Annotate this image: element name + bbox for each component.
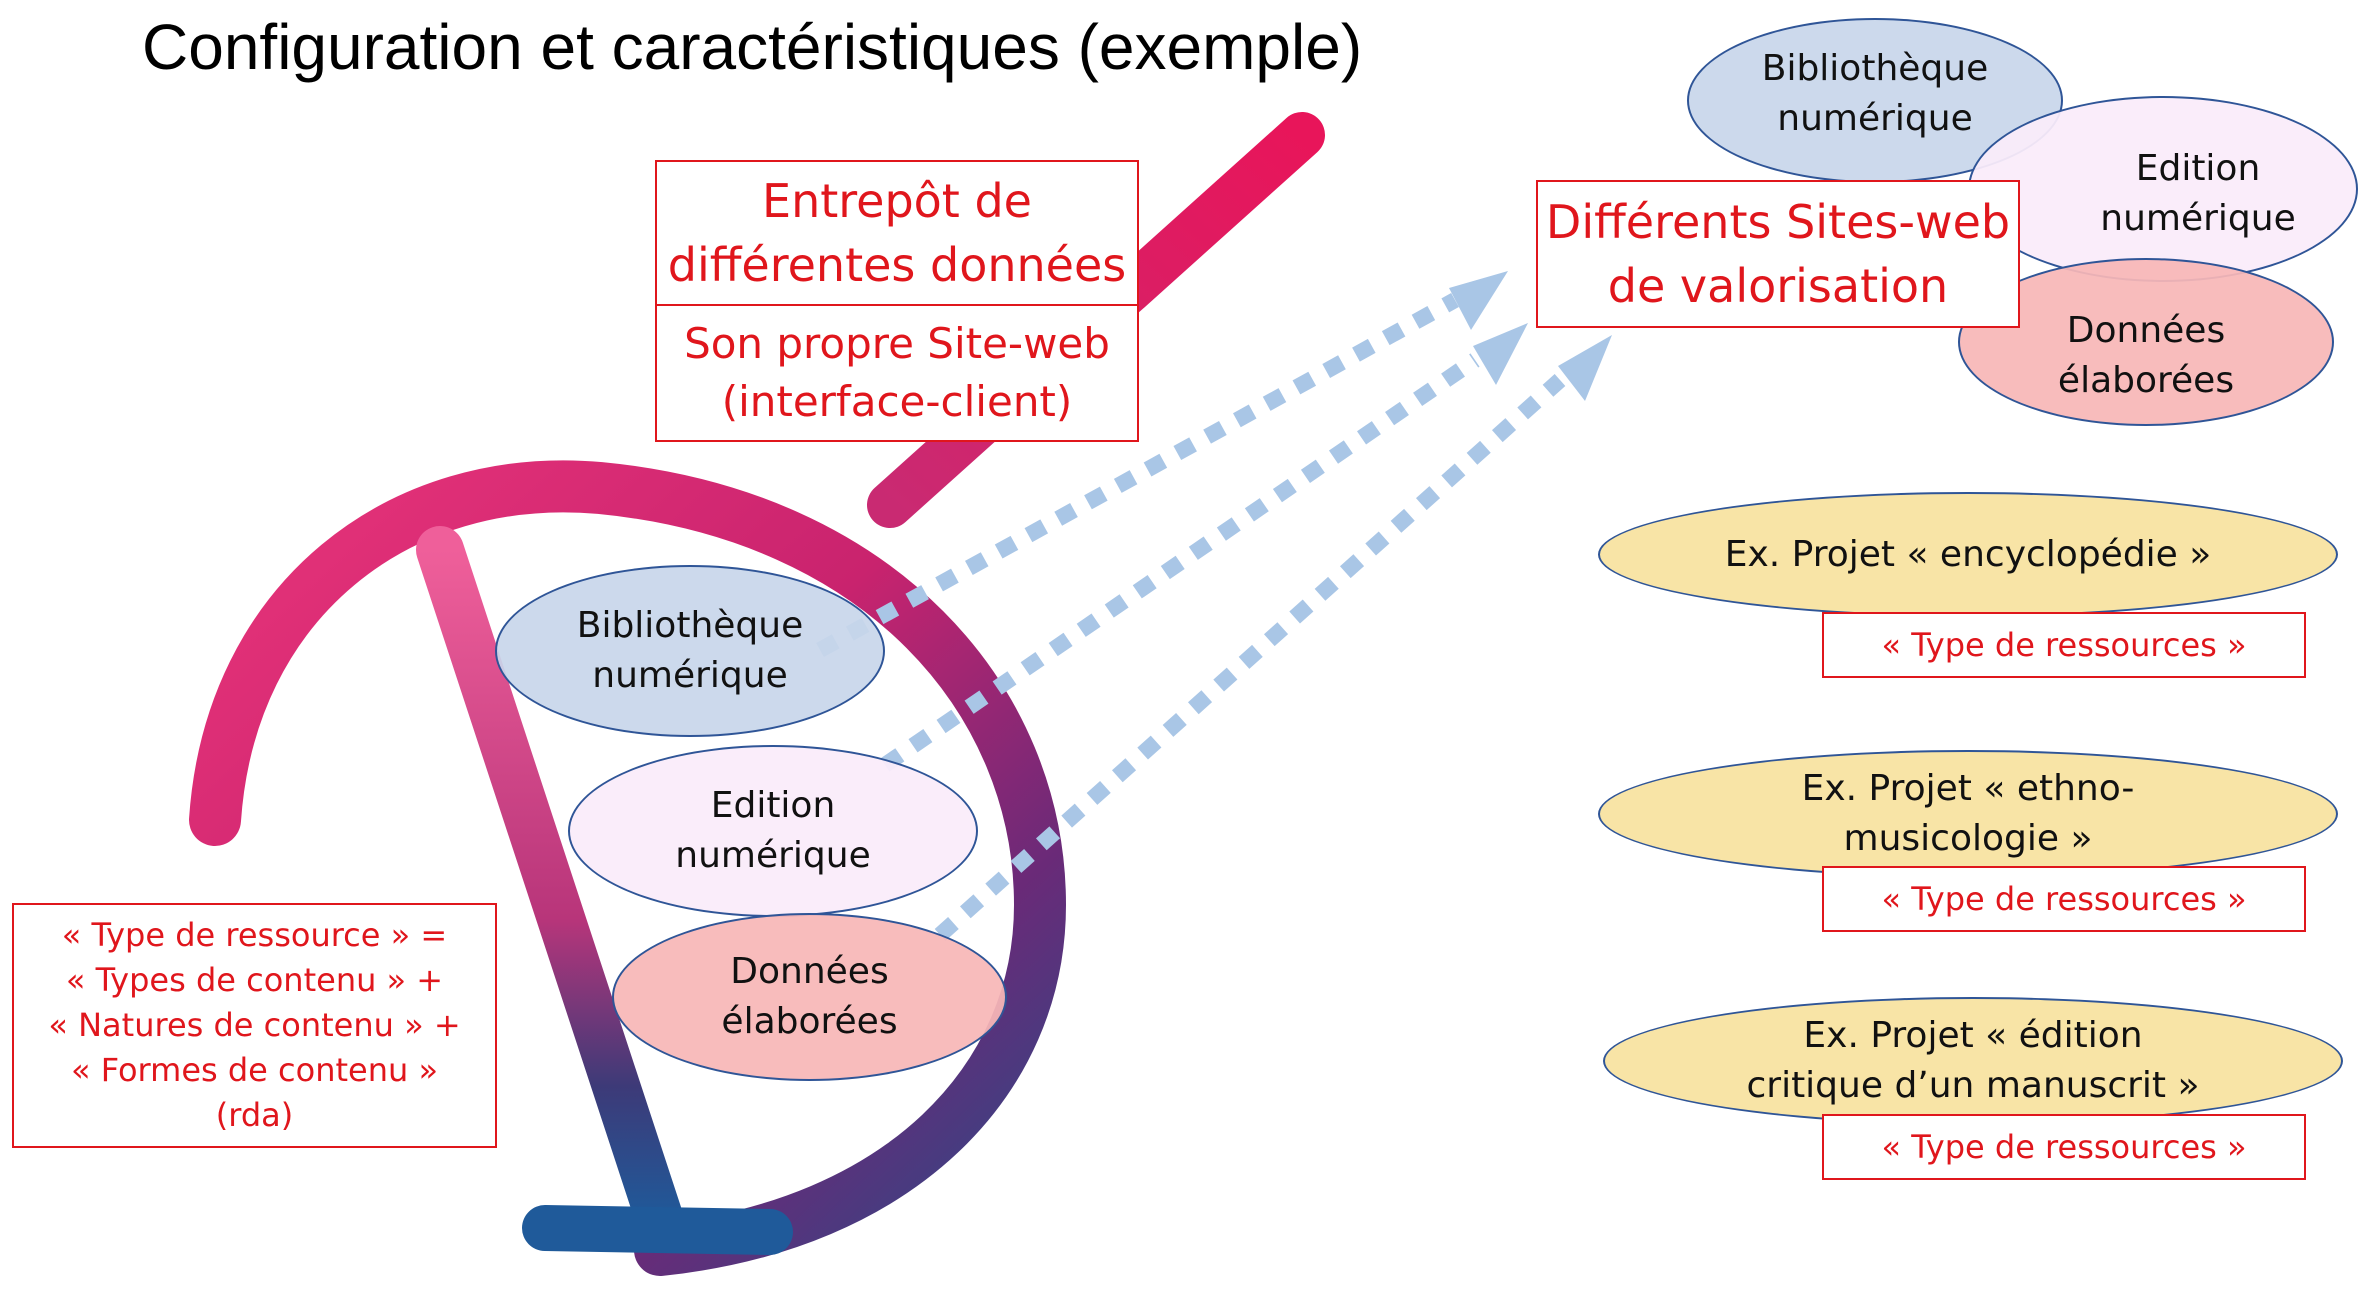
arrow-heads <box>1449 271 1612 401</box>
rda-line-2: « Types de contenu » + <box>65 961 444 999</box>
right-ellipse-processed-data: Données élaborées <box>1958 258 2334 426</box>
project-ethnomusicology-type-box: « Type de ressources » <box>1822 866 2306 932</box>
sites-line-1: Différents Sites-web <box>1545 195 2011 249</box>
project-encyclopedia-type-box: « Type de ressources » <box>1822 612 2306 678</box>
project-critical-edition-line-1: Ex. Projet « édition <box>1803 1015 2143 1056</box>
ellipse-processed-data-line-1: Données <box>730 951 889 992</box>
project-ellipse-ethnomusicology: Ex. Projet « ethno- musicologie » <box>1598 750 2338 878</box>
project-ethnomusicology-line-2: musicologie » <box>1843 818 2093 859</box>
rda-definition-box: « Type de ressource » = « Types de conte… <box>12 903 497 1148</box>
rda-line-5: (rda) <box>215 1096 294 1134</box>
ellipse-processed-data: Données élaborées <box>612 913 1007 1081</box>
ellipse-digital-edition-line-1: Edition <box>710 785 836 826</box>
warehouse-line-1: Entrepôt de <box>762 174 1032 228</box>
right-ellipse-processed-data-line-2: élaborées <box>2057 360 2235 401</box>
project-ellipse-encyclopedia: Ex. Projet « encyclopédie » <box>1598 492 2338 617</box>
project-critical-edition-type: « Type de ressources » <box>1881 1128 2247 1166</box>
right-ellipse-processed-data-line-1: Données <box>2066 310 2226 351</box>
ellipse-digital-library: Bibliothèque numérique <box>495 565 885 737</box>
ellipse-digital-edition: Edition numérique <box>568 745 978 917</box>
project-ethnomusicology-line-1: Ex. Projet « ethno- <box>1801 768 2135 809</box>
magnifier-ring <box>189 460 1067 1276</box>
rda-line-3: « Natures de contenu » + <box>48 1006 461 1044</box>
ellipse-processed-data-line-2: élaborées <box>721 1001 898 1042</box>
right-ellipse-digital-edition: Edition numérique <box>1968 96 2358 282</box>
own-website-box: Son propre Site-web (interface-client) <box>655 304 1139 442</box>
rda-line-4: « Formes de contenu » <box>70 1051 439 1089</box>
right-ellipse-digital-library-line-1: Bibliothèque <box>1761 47 1989 89</box>
own-website-line-2: (interface-client) <box>721 377 1073 426</box>
page-title: Configuration et caractéristiques (exemp… <box>142 11 1363 83</box>
sites-line-2: de valorisation <box>1607 259 1949 313</box>
project-critical-edition-type-box: « Type de ressources » <box>1822 1114 2306 1180</box>
own-website-line-1: Son propre Site-web <box>684 319 1110 368</box>
right-ellipse-digital-edition-line-1: Edition <box>2135 148 2261 189</box>
ellipse-digital-edition-line-2: numérique <box>675 835 871 876</box>
project-encyclopedia-line-1: Ex. Projet « encyclopédie » <box>1724 533 2212 575</box>
valorisation-sites-box: Différents Sites-web de valorisation <box>1536 180 2020 328</box>
logo-base <box>522 1205 793 1255</box>
project-encyclopedia-type: « Type de ressources » <box>1881 626 2247 664</box>
project-ethnomusicology-type: « Type de ressources » <box>1881 880 2247 918</box>
warehouse-line-2: différentes données <box>667 238 1127 292</box>
project-ellipse-critical-edition: Ex. Projet « édition critique d’un manus… <box>1603 997 2343 1125</box>
dotted-arrows <box>816 292 1566 941</box>
logo-stem <box>416 526 684 1244</box>
right-ellipse-digital-edition-line-2: numérique <box>2100 198 2296 239</box>
ellipse-digital-library-line-2: numérique <box>592 655 788 696</box>
project-critical-edition-line-2: critique d’un manuscrit » <box>1746 1065 2200 1106</box>
ellipse-digital-library-line-1: Bibliothèque <box>576 605 804 646</box>
rda-line-1: « Type de ressource » = <box>61 916 448 954</box>
warehouse-box: Entrepôt de différentes données <box>655 160 1139 305</box>
right-ellipse-digital-library-line-2: numérique <box>1777 97 1973 139</box>
